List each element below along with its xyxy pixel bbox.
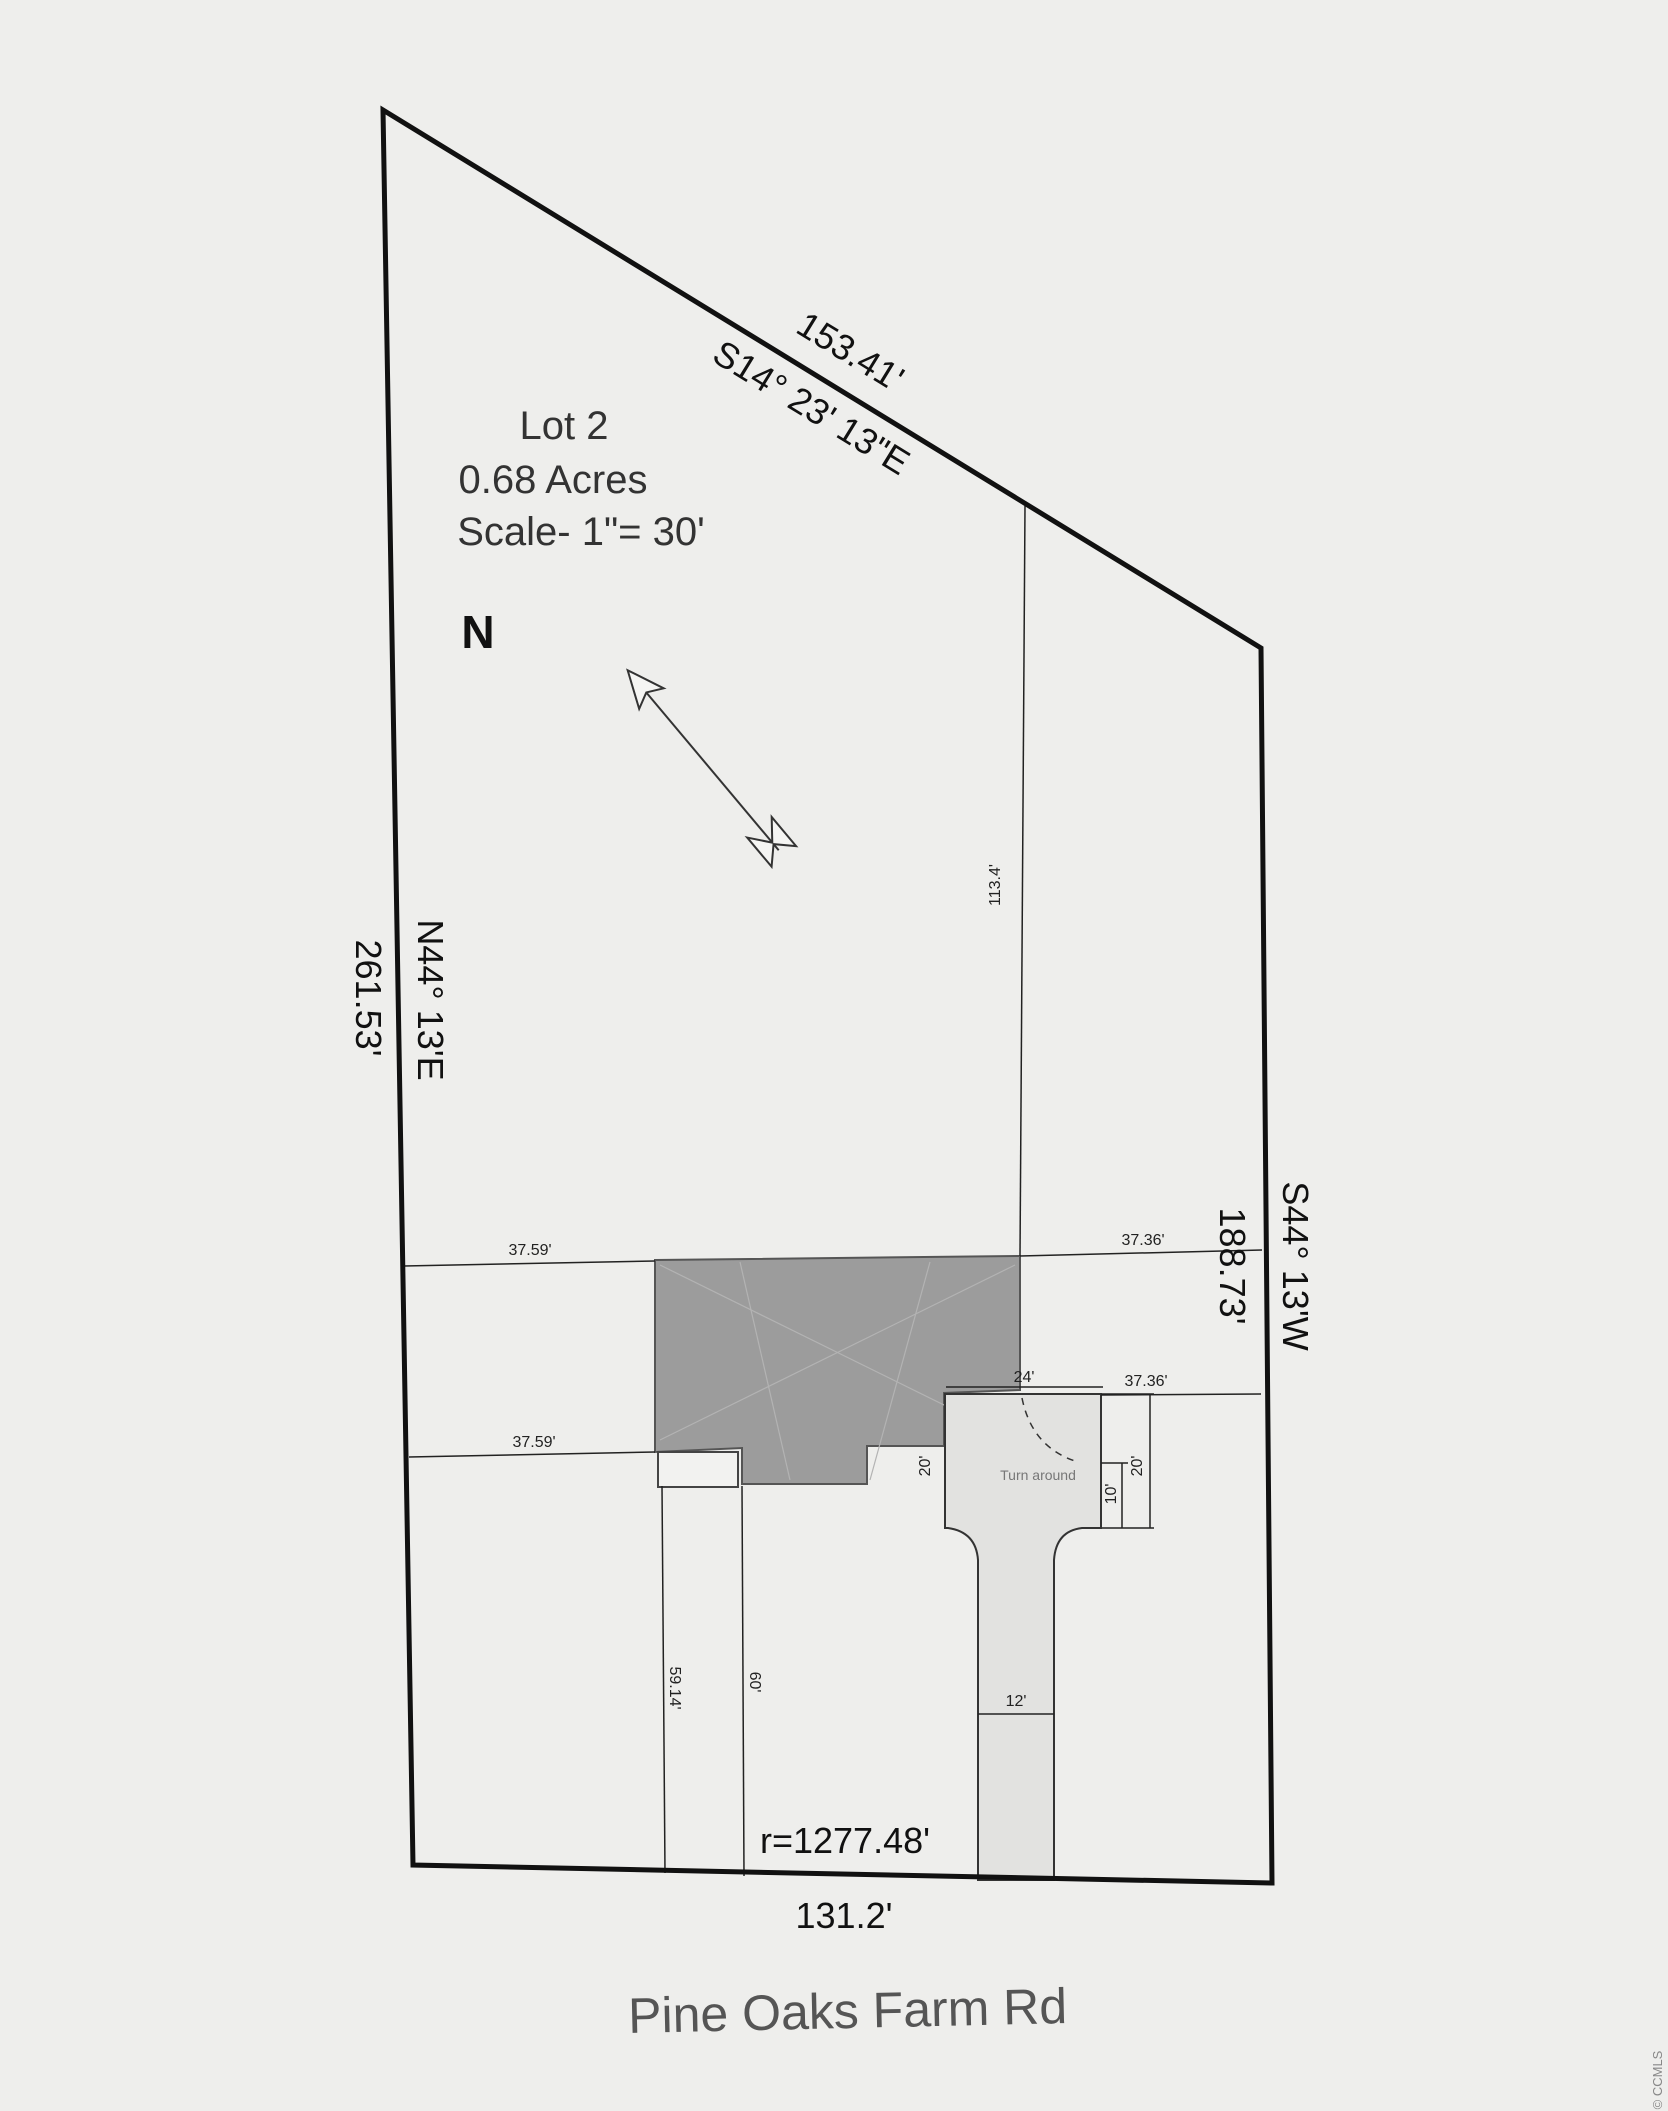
turnaround-arc: [1021, 1397, 1079, 1463]
lot-area: 0.68 Acres: [458, 458, 647, 502]
north-label: N: [461, 606, 494, 658]
lot-scale: Scale- 1"= 30': [457, 510, 705, 554]
side-depth-a: 59.14': [666, 1666, 683, 1709]
north-arrow-icon: [626, 668, 799, 870]
watermark: © CCMLS: [1650, 2050, 1665, 2109]
left-length-label: 261.53': [348, 940, 389, 1057]
lot-name: Lot 2: [520, 404, 609, 448]
dimension-lines: [403, 505, 1263, 1877]
right-bearing-label: S44° 13'W: [1275, 1181, 1316, 1350]
house-footprint: [654, 1254, 1021, 1485]
right-length-label: 188.73': [1212, 1208, 1253, 1325]
side-depth-b: 60': [746, 1672, 763, 1693]
turnaround-height: 20': [1129, 1456, 1146, 1477]
lot-title-block: Lot 2 0.68 Acres Scale- 1"= 30': [457, 404, 705, 554]
lot-boundary: [380, 105, 1275, 1886]
turnaround-label: Turn around: [1000, 1467, 1076, 1483]
setback-left-lower: 37.59': [512, 1434, 555, 1451]
driveway-top-width: 24': [1014, 1369, 1035, 1386]
setback-right-upper: 37.36': [1121, 1232, 1164, 1249]
setback-left-upper: 37.59': [508, 1242, 551, 1259]
bottom-radius-label: r=1277.48': [760, 1820, 930, 1861]
turnaround-inner: 10': [1103, 1484, 1120, 1505]
left-bearing-label: N44° 13'E: [410, 919, 451, 1080]
garage-block: [657, 1451, 739, 1488]
road-name: Pine Oaks Farm Rd: [628, 1978, 1068, 2044]
setback-right-lower: 37.36': [1124, 1373, 1167, 1390]
turnaround-depth: 20': [917, 1456, 934, 1477]
dimension-labels: 37.59' 37.36' 37.59' 37.36' 24' 12' 113.…: [508, 864, 1167, 1710]
bottom-length-label: 131.2': [796, 1895, 893, 1936]
rear-depth: 113.4': [987, 864, 1004, 906]
driveway-width: 12': [1006, 1693, 1027, 1710]
